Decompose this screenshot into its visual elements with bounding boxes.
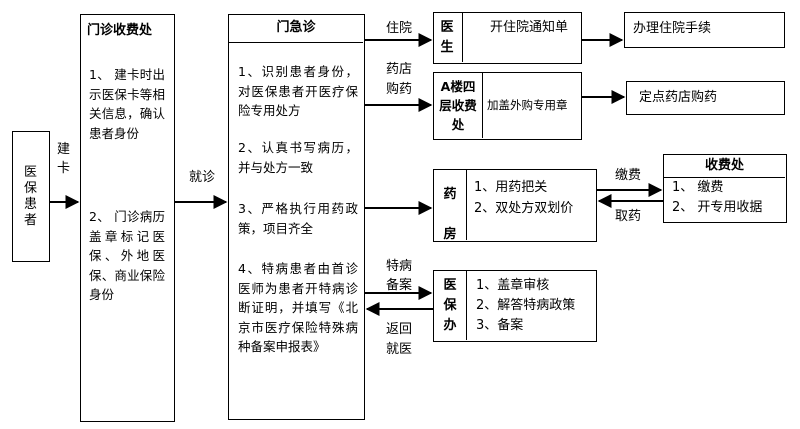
pharmacy-store-label-b: 购药: [386, 82, 413, 97]
a-building-box: A楼四层收费处 加盖外购专用章: [433, 72, 582, 140]
er-item-4: 4、特病患者由首诊医师为患者开特病诊断证明，并填写《北京市医疗保险特殊病种备案申…: [238, 261, 358, 354]
er-box: 门急诊 1、识别患者身份，对医保患者开医疗保险专用处方 2、认真书写病历，并与处…: [228, 14, 365, 420]
special-disease-label-b: 备案: [386, 278, 413, 293]
pay-label: 缴费: [615, 168, 642, 183]
er-title-bar: 门急诊: [229, 15, 363, 43]
cashier-item-2: 2、 开专用收据: [672, 200, 763, 215]
pharmacy-label: 药房: [443, 187, 457, 242]
doctor-label: 医生: [440, 20, 454, 55]
patient-label: 医保患者: [23, 165, 37, 228]
admission-procedure: 办理住院手续: [633, 21, 712, 36]
return-label-a: 返回: [386, 322, 413, 337]
registration-item-1: 1、 建卡时出示医保卡等相关信息，确认患者身份: [89, 67, 165, 141]
special-disease-label-a: 特病: [386, 259, 413, 274]
er-title: 门急诊: [276, 20, 316, 35]
cashier-title: 收费处: [704, 158, 744, 173]
pharmacy-item-1: 1、用药把关: [474, 180, 548, 195]
cashier-item-1: 1、 缴费: [672, 180, 724, 195]
insurance-item-1: 1、盖章审核: [476, 278, 550, 293]
take-medicine-label: 取药: [615, 209, 642, 224]
er-item-2: 2、认真书写病历，并与处方一致: [238, 140, 358, 175]
admission-box: 办理住院手续: [624, 12, 785, 48]
hospitalization-label: 住院: [386, 21, 413, 36]
cashier-box: 收费处 1、 缴费 2、 开专用收据: [663, 154, 787, 223]
pharmacy-box: 药房 1、用药把关 2、双处方双划价: [433, 169, 597, 242]
er-item-3: 3、严格执行用药政策，项目齐全: [238, 201, 358, 236]
return-label-b: 就医: [386, 342, 413, 357]
visit-label: 就诊: [189, 170, 216, 185]
pharmacy-item-2: 2、双处方双划价: [474, 201, 574, 216]
insurance-office-label: 医保办: [443, 278, 457, 333]
insurance-item-3: 3、备案: [476, 318, 524, 333]
insurance-office-box: 医保办 1、盖章审核 2、解答特病政策 3、备案: [433, 270, 597, 342]
build-card-label: 建卡: [57, 142, 71, 176]
er-item-1: 1、识别患者身份，对医保患者开医疗保险专用处方: [238, 64, 358, 118]
external-purchase-stamp: 加盖外购专用章: [487, 98, 568, 112]
insurance-item-2: 2、解答特病政策: [476, 298, 576, 313]
patient-box: 医保患者: [12, 131, 50, 262]
registration-title: 门诊收费处: [87, 23, 153, 38]
registration-box: 门诊收费处 1、 建卡时出示医保卡等相关信息，确认患者身份 2、 门诊病历盖章标…: [80, 14, 175, 422]
a-building-office: A楼四层收费处: [439, 79, 477, 132]
doctor-box: 医生 开住院通知单: [433, 12, 582, 64]
designated-pharmacy: 定点药店购药: [639, 90, 718, 105]
pharmacy-store-label-a: 药店: [386, 62, 413, 77]
admission-notice: 开住院通知单: [490, 20, 569, 35]
registration-item-2: 2、 门诊病历盖章标记医保、外地医保、商业保险身份: [89, 209, 165, 302]
pharmacy-store-box: 定点药店购药: [626, 81, 785, 115]
